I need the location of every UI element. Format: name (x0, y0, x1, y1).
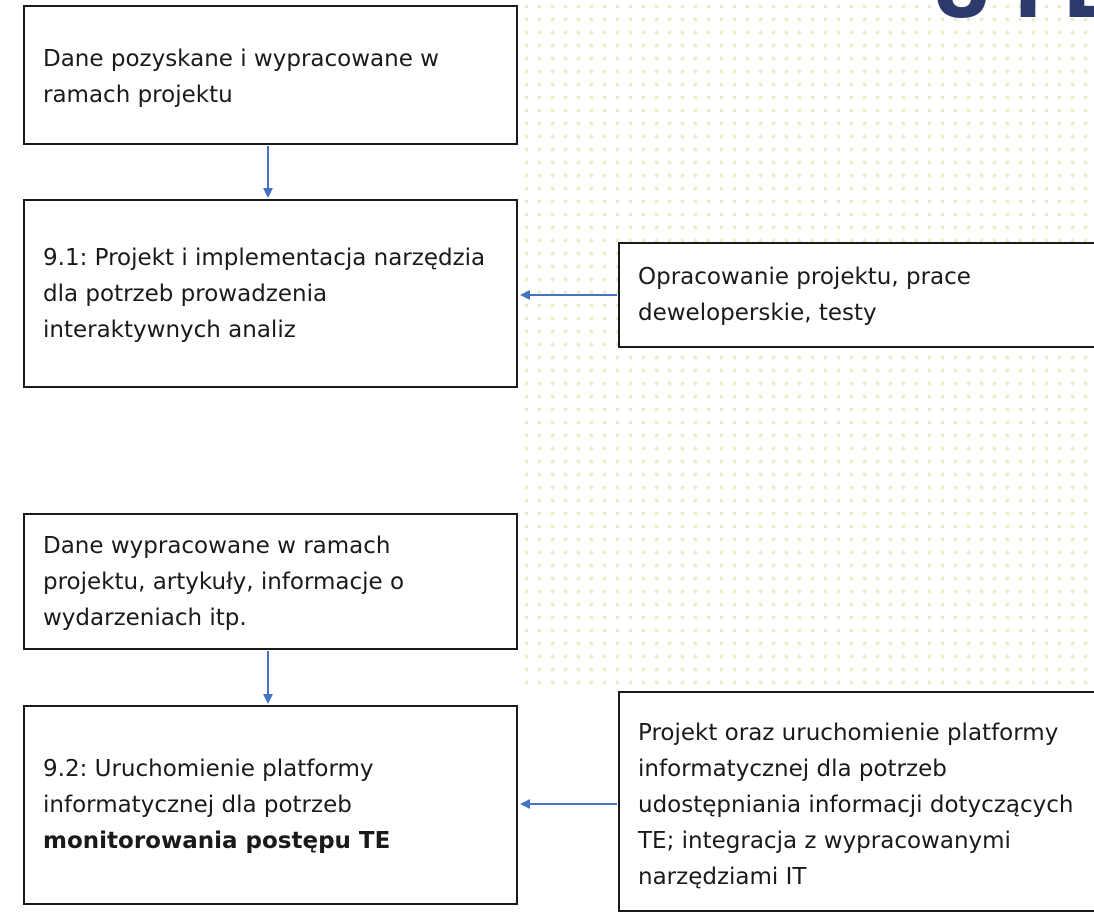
logo: UTE (930, 0, 1094, 30)
task-9-1-box: 9.1: Projekt i implementacja narzędzia d… (23, 199, 518, 388)
source-data-box-2: Dane wypracowane w ramach projektu, arty… (23, 513, 518, 650)
work-9-2-text: Projekt oraz uruchomienie platformy info… (638, 719, 1074, 890)
task-9-1-text: 9.1: Projekt i implementacja narzędzia d… (43, 244, 486, 343)
task-9-2-bold-line: monitorowania postępu TE (43, 828, 391, 854)
work-9-1-box: Opracowanie projektu, prace deweloperski… (618, 242, 1094, 348)
task-9-2-box: 9.2: Uruchomienie platformy informatyczn… (23, 705, 518, 905)
source-data-box-1: Dane pozyskane i wypracowane w ramach pr… (23, 5, 518, 145)
source-data-text-2: Dane wypracowane w ramach projektu, arty… (43, 532, 405, 631)
work-9-2-box: Projekt oraz uruchomienie platformy info… (618, 691, 1094, 912)
task-9-2-text: 9.2: Uruchomienie platformy informatyczn… (43, 751, 390, 859)
task-9-2-line2: informatycznej dla potrzeb (43, 792, 352, 818)
task-9-2-line1: 9.2: Uruchomienie platformy (43, 756, 374, 782)
work-9-1-text: Opracowanie projektu, prace deweloperski… (638, 264, 971, 326)
source-data-text-1: Dane pozyskane i wypracowane w ramach pr… (43, 46, 439, 108)
